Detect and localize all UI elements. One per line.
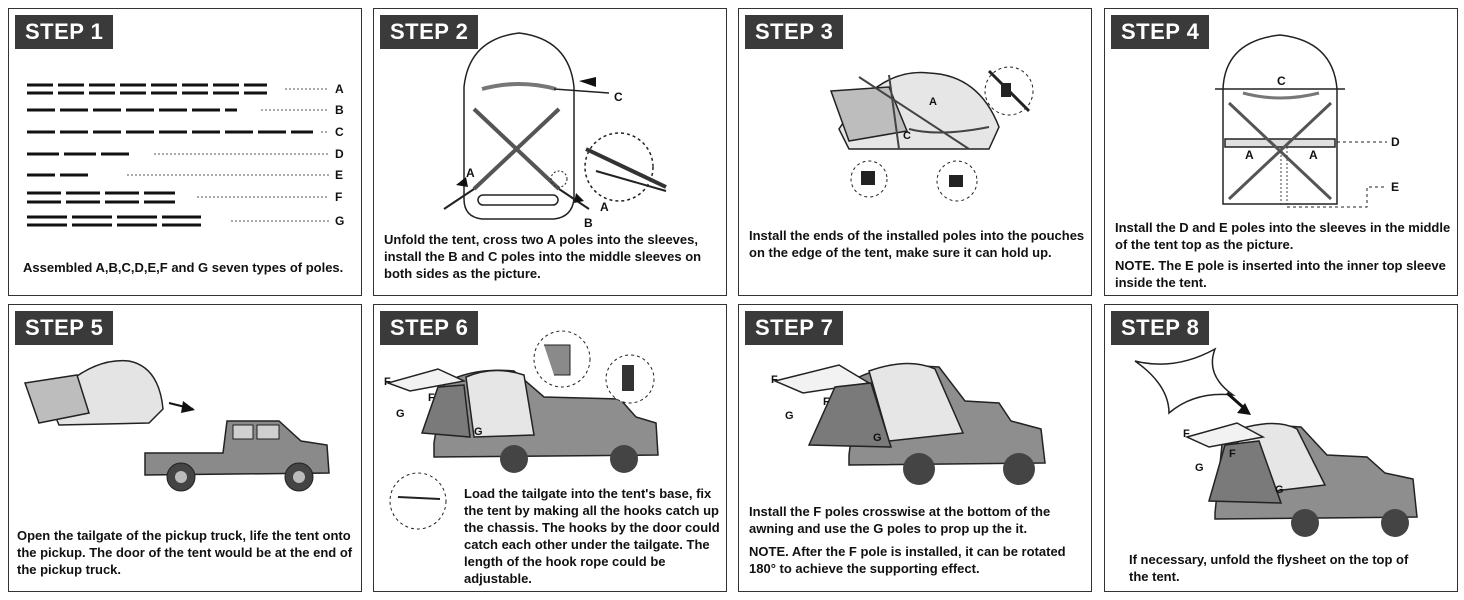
label-f: F <box>771 374 778 386</box>
tent-unfold-illustration: C A A B <box>443 32 667 230</box>
label-c: C <box>903 130 911 142</box>
pole-g <box>27 215 201 227</box>
pole-a <box>27 83 267 95</box>
label-a: A <box>1245 148 1254 162</box>
step-4-text: Install the D and E poles into the sleev… <box>1115 220 1451 252</box>
step-1-text: Assembled A,B,C,D,E,F and G seven types … <box>23 260 344 275</box>
pole-types-illustration: A B C D E F G <box>27 82 344 228</box>
label-g: G <box>474 426 483 438</box>
label-d: D <box>1391 135 1400 149</box>
step-8-text: If necessary, unfold the flysheet on the… <box>1129 552 1409 584</box>
label-a: A <box>929 96 937 108</box>
step-2-panel: STEP 2 C A A B Unfold the tent, cross tw… <box>373 8 727 296</box>
label-g: G <box>1195 462 1204 474</box>
step-4-panel: STEP 4 C A A D E Install the D and E pol… <box>1104 8 1458 296</box>
step-2-text: Unfold the tent, cross two A poles into … <box>384 232 702 281</box>
label-b: B <box>584 216 593 230</box>
step-5-text: Open the tailgate of the pickup truck, l… <box>17 528 353 577</box>
label-f: F <box>1229 448 1236 460</box>
label-a: A <box>466 166 475 180</box>
step-4-note: NOTE. The E pole is inserted into the in… <box>1115 258 1446 290</box>
label-e: E <box>335 168 343 182</box>
step-7-text: Install the F poles crosswise at the bot… <box>749 504 1051 536</box>
step-3-panel: STEP 3 A C Install the ends of the insta… <box>738 8 1092 296</box>
label-g: G <box>1275 484 1284 496</box>
step-6-title: STEP 6 <box>380 311 479 345</box>
step-3-text: Install the ends of the installed poles … <box>749 228 1085 260</box>
step-7-title: STEP 7 <box>745 311 844 345</box>
step-5-panel: STEP 5 Open the tailgate of the pickup t… <box>8 304 362 592</box>
pickup-truck <box>144 420 330 492</box>
step-7-note: NOTE. After the F pole is installed, it … <box>749 544 1066 576</box>
step-1-panel: STEP 1 <box>8 8 362 296</box>
flysheet-illustration: F F G G <box>1134 347 1418 537</box>
step-7-panel: STEP 7 F F G G Install the F poles cross… <box>738 304 1092 592</box>
label-g: G <box>396 408 405 420</box>
label-c: C <box>1277 74 1286 88</box>
label-a: A <box>600 200 609 214</box>
label-f: F <box>823 396 830 408</box>
label-g: G <box>335 214 344 228</box>
step-6-text: Load the tailgate into the tent's base, … <box>464 486 720 586</box>
label-c: C <box>614 90 623 104</box>
label-b: B <box>335 103 344 117</box>
tent-poles-install-illustration: A C <box>829 66 1034 202</box>
step-2-title: STEP 2 <box>380 15 479 49</box>
step-8-panel: STEP 8 F F G G If necessary, unfold the … <box>1104 304 1458 592</box>
step-6-panel: STEP 6 F F G G Load the tailgate into th… <box>373 304 727 592</box>
label-f: F <box>335 190 342 204</box>
label-c: C <box>335 125 344 139</box>
label-f: F <box>428 392 435 404</box>
label-g: G <box>785 410 794 422</box>
top-poles-illustration: C A A D E <box>1215 34 1400 208</box>
label-e: E <box>1391 180 1399 194</box>
pole-f <box>27 191 175 204</box>
step-1-title: STEP 1 <box>15 15 114 49</box>
awning-poles-illustration: F F G G <box>771 362 1046 485</box>
label-g: G <box>873 432 882 444</box>
step-4-title: STEP 4 <box>1111 15 1210 49</box>
hook-tent-illustration: F F G G <box>384 330 659 530</box>
label-a: A <box>335 82 344 96</box>
label-f: F <box>1183 428 1190 440</box>
label-f: F <box>384 376 391 388</box>
step-3-title: STEP 3 <box>745 15 844 49</box>
step-5-title: STEP 5 <box>15 311 114 345</box>
lift-tent-illustration <box>23 359 330 492</box>
label-a: A <box>1309 148 1318 162</box>
label-d: D <box>335 147 344 161</box>
step-8-title: STEP 8 <box>1111 311 1210 345</box>
